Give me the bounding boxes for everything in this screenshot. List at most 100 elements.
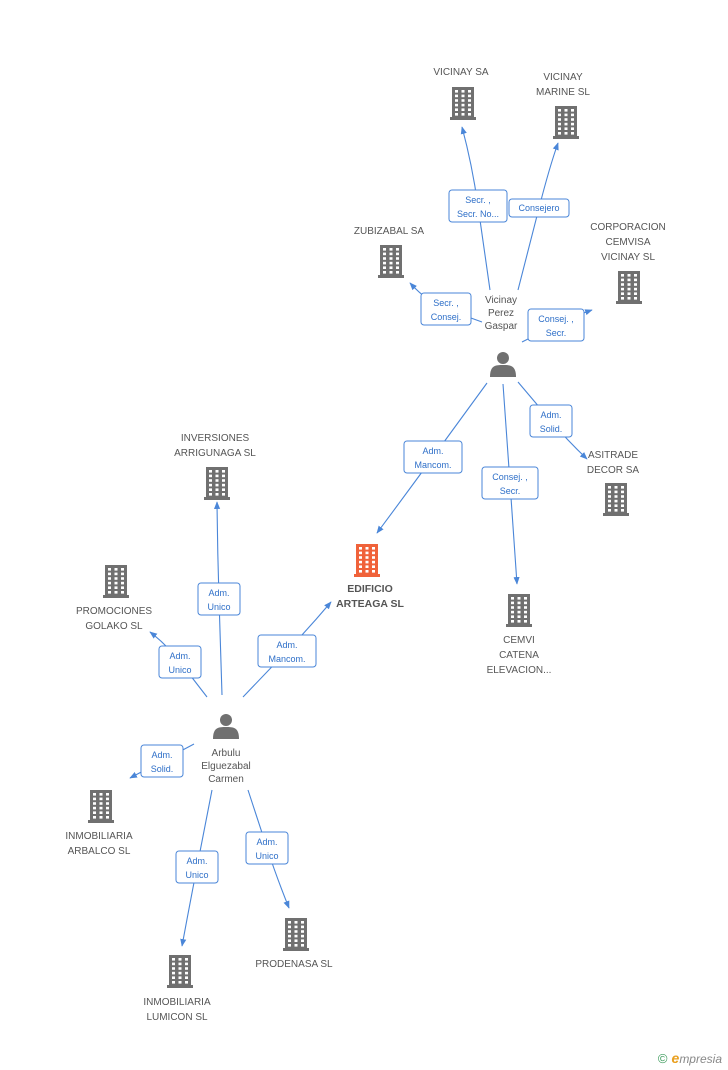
node-label: CEMVI CATENA ELEVACION... [487,635,552,676]
edge-role-label[interactable]: Consej. , Secr. [527,308,585,342]
edge-label-text: Adm.Mancom. [414,446,451,470]
edge-role-label[interactable]: Adm.Unico [245,831,289,865]
edge-label-box [158,645,202,679]
company-node-vicinay-marine[interactable]: VICINAY MARINE SL [536,72,590,139]
person-icon [490,352,516,377]
edge-role-label[interactable]: Consej. , Secr. [481,466,539,500]
node-label-line: ELEVACION... [487,665,552,676]
node-label-line: CEMVI [503,635,535,646]
edge-role-label[interactable]: Consejero [508,198,570,218]
edge-label-line: Consejero [518,203,559,213]
edge-label-box [257,634,317,668]
node-label-line: ARTEAGA SL [336,598,404,610]
edge-label-line: Unico [185,870,208,880]
edge-label-line: Secr. , [433,298,459,308]
company-node-lumicon[interactable]: INMOBILIARIA LUMICON SL [143,955,211,1023]
edge-label-text: Consej. , Secr. [538,314,574,338]
node-label-line: PROMOCIONES [76,606,152,617]
edge-label-line: Solid. [540,424,563,434]
node-label: VICINAY SA [433,67,489,78]
node-label-line: VICINAY SL [601,252,656,263]
edge-label-box [529,404,573,438]
edge-label-box [175,850,219,884]
edge-role-label[interactable]: Adm. Solid. [529,404,573,438]
node-label-line: PRODENASA SL [255,959,333,970]
node-label-line: CORPORACION [590,222,666,233]
edge-label-line: Secr. [500,486,521,496]
building-icon [88,790,114,823]
company-node-edificio[interactable]: EDIFICIO ARTEAGA SL [336,544,405,610]
edge-label-line: Adm. [208,588,229,598]
node-label: EDIFICIO ARTEAGA SL [336,583,404,610]
company-node-zubizabal[interactable]: ZUBIZABAL SA [354,226,425,278]
edge-label-text: Adm. Mancom. [268,640,305,664]
company-node-promociones[interactable]: PROMOCIONES GOLAKO SL [76,565,152,632]
edge-role-label[interactable]: Adm.Unico [158,645,202,679]
edge-label-line: Secr. [546,328,567,338]
company-node-prodenasa[interactable]: PRODENASA SL [255,918,333,970]
node-label: INMOBILIARIA LUMICON SL [143,997,211,1023]
company-node-cemvi[interactable]: CEMVI CATENA ELEVACION... [487,594,552,676]
company-node-vicinay-sa[interactable]: VICINAY SA [433,67,489,120]
node-label-line: Gaspar [485,321,518,332]
edge-label-line: Consej. , [492,472,528,482]
edge-label-line: Mancom. [268,654,305,664]
node-label-line: ASITRADE [588,450,638,461]
edge-label-line: Unico [168,665,191,675]
node-label-line: INVERSIONES [181,433,250,444]
person-icon [213,714,239,739]
building-icon [204,467,230,500]
edge-label-text: Adm.Unico [207,588,230,612]
edge-label-line: Unico [255,851,278,861]
edge-role-label[interactable]: Adm.Solid. [140,744,184,778]
building-icon [616,271,642,304]
empresia-logo[interactable]: © empresia [658,1050,722,1066]
node-label-line: Arbulu [212,748,241,759]
node-label: PROMOCIONES GOLAKO SL [76,606,152,632]
node-label: PRODENASA SL [255,959,333,970]
node-label-line: LUMICON SL [146,1012,208,1023]
node-label-line: MARINE SL [536,87,590,98]
edge-role-label[interactable]: Secr. ,Consej. [420,292,472,326]
edge-label-line: Adm. [540,410,561,420]
node-label-line: INMOBILIARIA [143,997,211,1008]
node-label-line: Perez [488,308,514,319]
node-label-line: Elguezabal [201,761,250,772]
node-label-line: VICINAY [543,72,583,83]
edge-role-label[interactable]: Adm. Unico [175,850,219,884]
edge-label-line: Adm. [276,640,297,650]
building-icon [354,544,380,577]
node-label-line: CATENA [499,650,539,661]
edge-label-line: Adm. [186,856,207,866]
edge-label-text: Secr. ,Secr. No... [457,195,499,219]
edge-label-text: Consejero [518,203,559,213]
edge-role-label[interactable]: Adm. Mancom. [257,634,317,668]
building-icon [603,483,629,516]
edge-role-label[interactable]: Adm.Mancom. [403,440,463,474]
company-node-cemvisa[interactable]: CORPORACION CEMVISA VICINAY SL [590,222,666,304]
edge-role-label[interactable]: Adm.Unico [197,582,241,616]
edge-label-line: Consej. , [538,314,574,324]
brand-wordmark: empresia [671,1050,722,1066]
edge-label-line: Secr. , [465,195,491,205]
nodes-layer: VICINAY SA VICINAY MARINE SL ZUBIZABAL SA CO… [65,67,665,1023]
node-label-line: GOLAKO SL [85,621,143,632]
edge-label-line: Mancom. [414,460,451,470]
edge-label-box [508,198,570,218]
node-label-line: CEMVISA [605,237,650,248]
edge-role-label[interactable]: Secr. ,Secr. No... [448,189,508,223]
node-label: CORPORACION CEMVISA VICINAY SL [590,222,666,263]
node-label-line: EDIFICIO [347,583,393,595]
